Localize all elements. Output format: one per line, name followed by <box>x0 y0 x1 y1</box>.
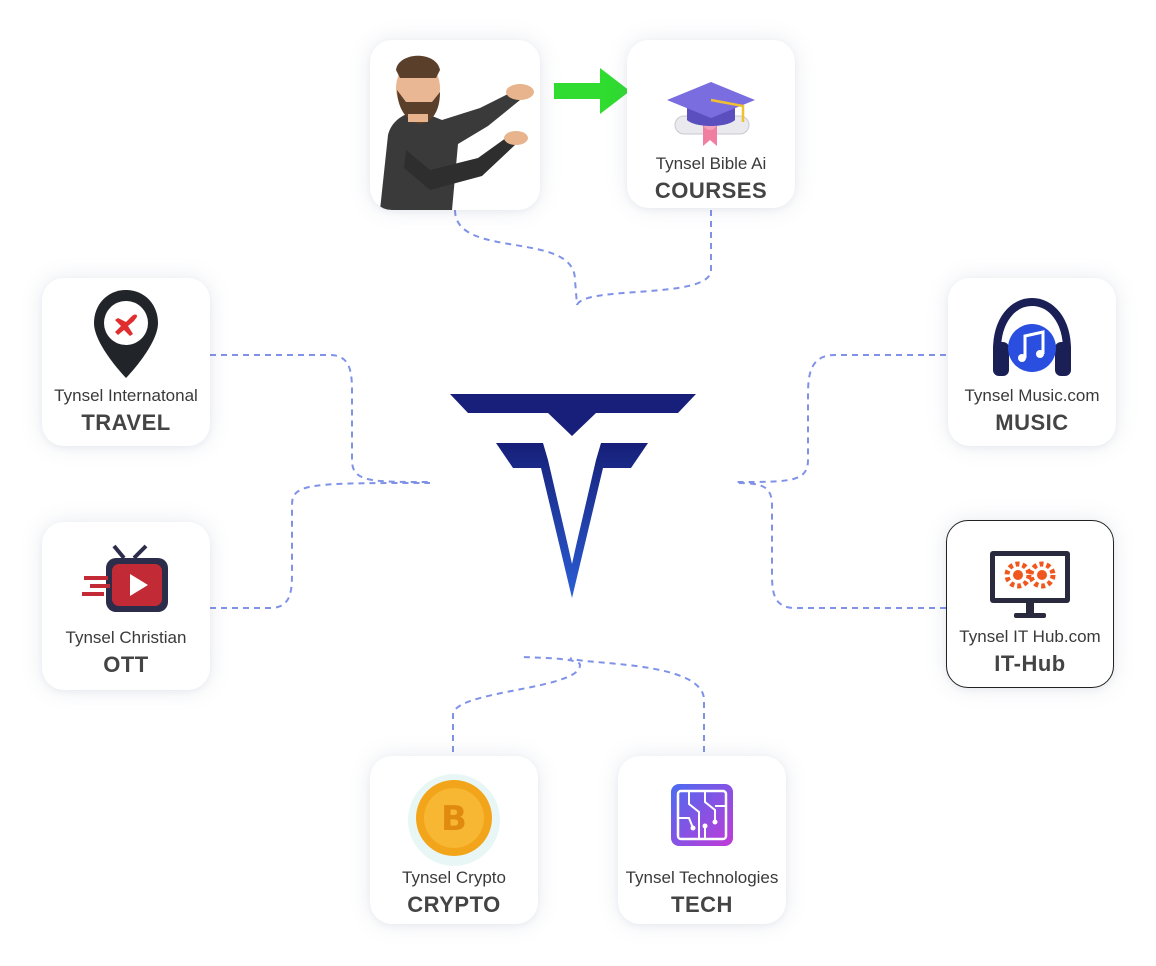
connector-ithub <box>735 482 946 609</box>
retro-tv-play-icon <box>82 544 168 612</box>
music-main-label: MUSIC <box>995 410 1069 435</box>
bitcoin-coin-icon: B <box>408 774 500 866</box>
connector-travel <box>210 354 431 483</box>
tech-sub-label: Tynsel Technologies <box>625 868 779 887</box>
tech-card[interactable]: Tynsel Technologies TECH <box>618 756 786 924</box>
travel-main-label: TRAVEL <box>81 410 171 435</box>
tynsel-logo <box>448 388 698 608</box>
ithub-sub-label: Tynsel IT Hub.com <box>959 627 1101 646</box>
headphones-music-icon <box>993 298 1071 376</box>
crypto-main-label: CRYPTO <box>407 892 501 917</box>
music-sub-label: Tynsel Music.com <box>964 386 1100 405</box>
courses-card[interactable]: Tynsel Bible Ai COURSES <box>627 40 795 208</box>
tech-main-label: TECH <box>671 892 733 917</box>
travel-sub-label: Tynsel Internatonal <box>54 386 198 405</box>
connector-tech <box>569 657 705 752</box>
graduation-cap-icon <box>667 82 755 146</box>
connector-presenter <box>454 209 578 306</box>
connector-music <box>735 354 946 483</box>
man-pointing-illustration <box>380 55 534 210</box>
presenter-card <box>370 40 540 210</box>
ithub-card[interactable]: Tynsel IT Hub.com IT-Hub <box>946 520 1114 688</box>
crypto-sub-label: Tynsel Crypto <box>402 868 506 887</box>
courses-sub-label: Tynsel Bible Ai <box>655 154 767 173</box>
circuit-chip-icon <box>671 784 733 846</box>
ott-sub-label: Tynsel Christian <box>65 628 187 647</box>
crypto-card[interactable]: B Tynsel Crypto CRYPTO <box>370 756 538 924</box>
logo-top-bar <box>450 394 696 436</box>
location-pin-plane-icon <box>94 290 158 378</box>
ott-main-label: OTT <box>103 652 149 677</box>
monitor-gears-icon <box>990 551 1070 618</box>
music-card[interactable]: Tynsel Music.com MUSIC <box>948 278 1116 446</box>
connector-courses <box>576 210 712 306</box>
connector-ott <box>210 482 431 609</box>
svg-text:B: B <box>441 799 467 839</box>
courses-main-label: COURSES <box>654 178 768 203</box>
ott-card[interactable]: Tynsel Christian OTT <box>42 522 210 690</box>
logo-left-stem <box>496 443 648 598</box>
travel-card[interactable]: Tynsel Internatonal TRAVEL <box>42 278 210 446</box>
connector-crypto <box>452 656 582 752</box>
green-arrow-icon <box>554 68 630 114</box>
ithub-main-label: IT-Hub <box>994 651 1066 676</box>
